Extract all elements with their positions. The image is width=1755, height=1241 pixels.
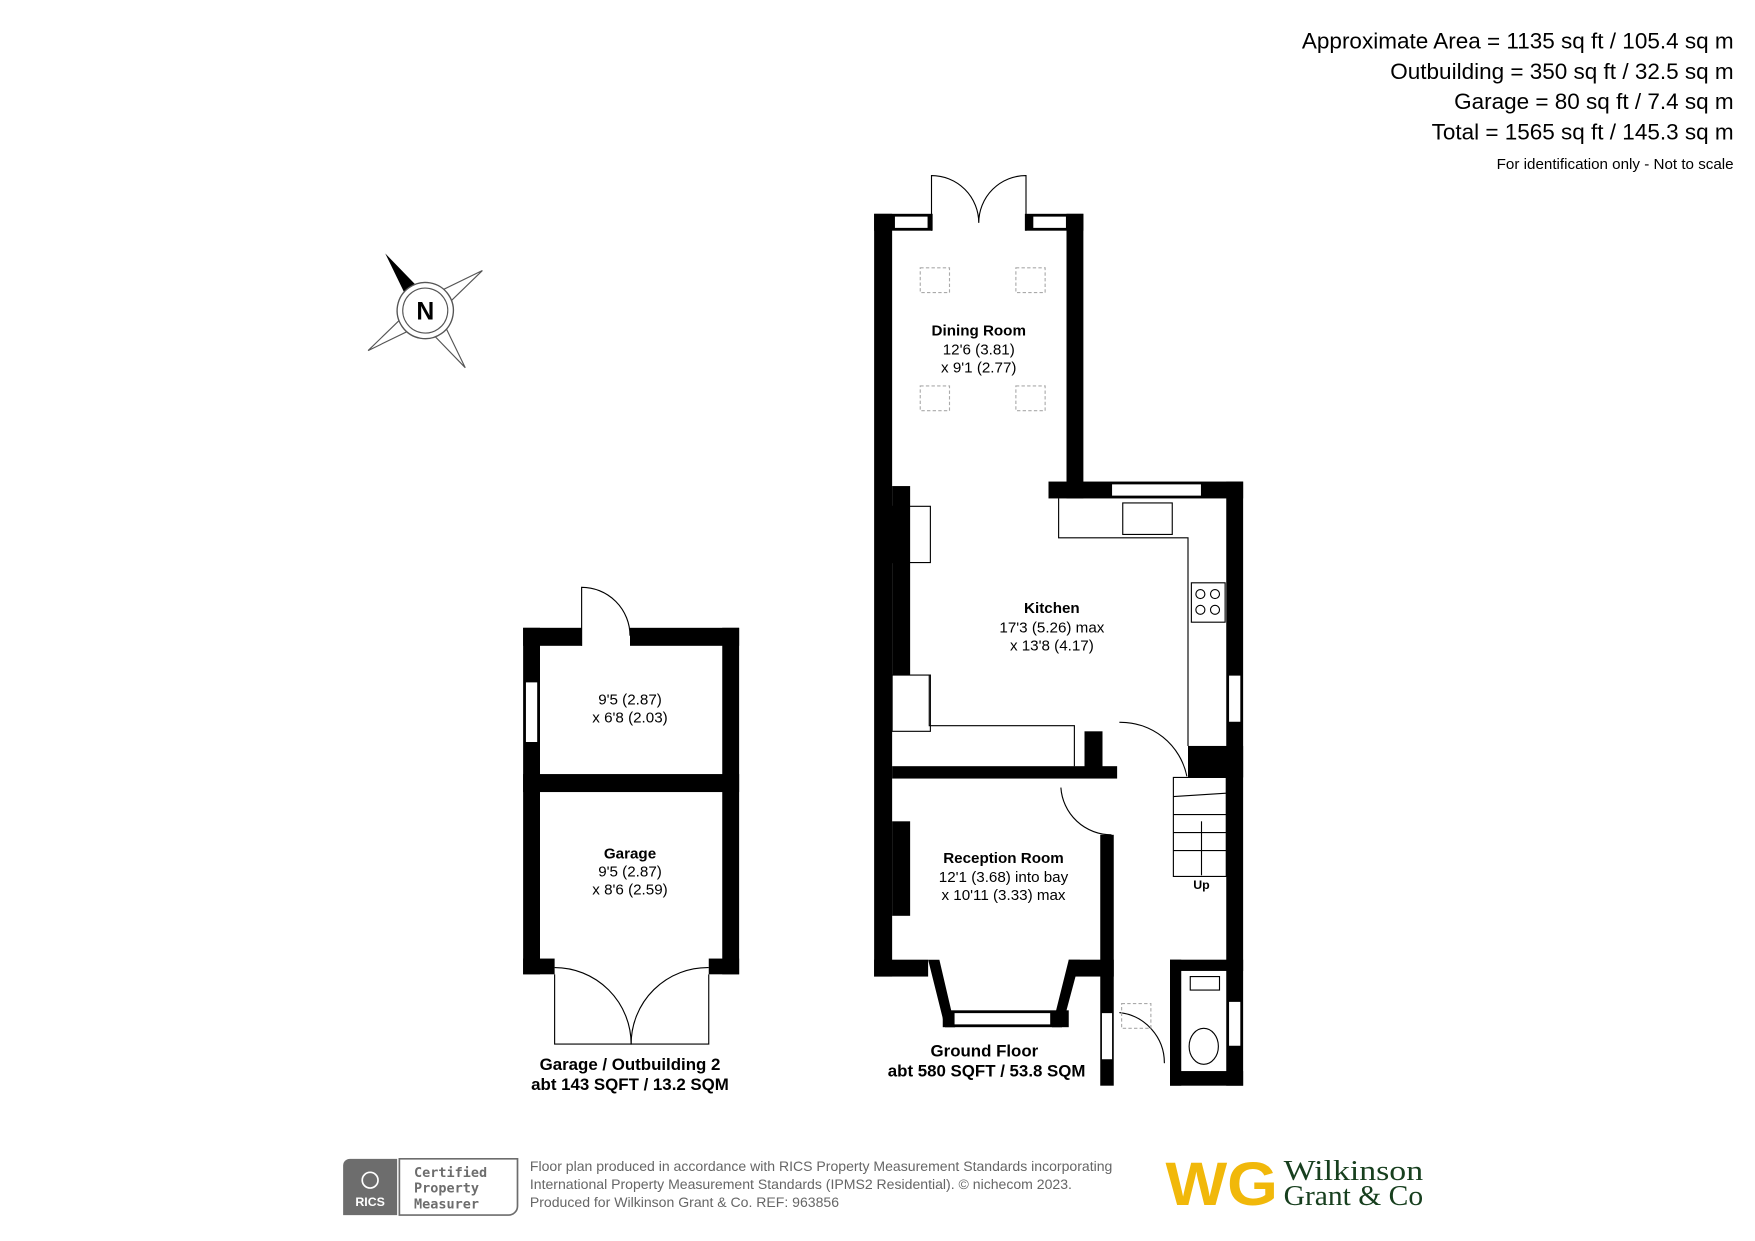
dining-room-name: Dining Room [932, 322, 1026, 339]
dining-room-dim2: x 9'1 (2.77) [941, 359, 1016, 376]
reception-room-name: Reception Room [943, 850, 1064, 867]
store-dim1: 9'5 (2.87) [598, 691, 662, 708]
kitchen-dim2: x 13'8 (4.17) [1010, 637, 1094, 654]
dining-room-dim1: 12'6 (3.81) [943, 341, 1015, 358]
store-dim2: x 6'8 (2.03) [592, 709, 667, 726]
wilkinson-grant-logo: WG Wilkinson Grant & Co [1166, 1150, 1424, 1218]
rics-badge: RICS Certified Property Measurer [343, 1157, 519, 1216]
footer-note-line2: International Property Measurement Stand… [530, 1176, 1072, 1192]
area-summary: Approximate Area = 1135 sq ft / 105.4 sq… [1302, 28, 1734, 172]
ground-floor-title: Ground Floor [931, 1041, 1039, 1060]
rics-line2: Property [414, 1181, 479, 1197]
outbuilding-area: abt 143 SQFT / 13.2 SQM [531, 1075, 729, 1094]
garage-dim1: 9'5 (2.87) [598, 863, 662, 880]
reception-room-dim1: 12'1 (3.68) into bay [939, 869, 1069, 886]
total-area: Total = 1565 sq ft / 145.3 sq m [1432, 120, 1734, 145]
ground-floor-fixtures [891, 174, 1227, 1065]
footer: RICS Certified Property Measurer Floor p… [343, 1150, 1423, 1218]
kitchen-name: Kitchen [1024, 600, 1080, 617]
outbuilding-plan: 9'5 (2.87) x 6'8 (2.03) Garage 9'5 (2.87… [523, 586, 740, 1094]
logo-line1: Wilkinson [1284, 1156, 1424, 1187]
ground-floor-area: abt 580 SQFT / 53.8 SQM [888, 1062, 1086, 1081]
garage-dim2: x 8'6 (2.59) [592, 881, 667, 898]
rics-line1: Certified [414, 1165, 487, 1181]
outbuilding-area: Outbuilding = 350 sq ft / 32.5 sq m [1390, 59, 1733, 84]
outbuilding-title: Garage / Outbuilding 2 [540, 1055, 721, 1074]
ground-floor-windows [893, 215, 1242, 1061]
compass-label: N [416, 299, 434, 326]
reception-room-dim2: x 10'11 (3.33) max [941, 887, 1065, 904]
disclaimer: For identification only - Not to scale [1497, 156, 1734, 173]
rics-lion-icon [361, 1171, 379, 1189]
approximate-area: Approximate Area = 1135 sq ft / 105.4 sq… [1302, 28, 1734, 53]
rics-brand: RICS [355, 1195, 385, 1209]
rics-line3: Measurer [414, 1196, 479, 1212]
compass-north-icon: N [367, 253, 483, 369]
footer-note-line3: Produced for Wilkinson Grant & Co. REF: … [530, 1194, 839, 1210]
kitchen-dim1: 17'3 (5.26) max [999, 619, 1104, 636]
garage-area: Garage = 80 sq ft / 7.4 sq m [1454, 89, 1734, 114]
outbuilding-doors [524, 586, 710, 1045]
ground-floor-walls [874, 213, 1244, 1086]
outbuilding-walls [523, 627, 740, 975]
footer-note-line1: Floor plan produced in accordance with R… [530, 1158, 1112, 1174]
stairs-up-label: Up [1193, 878, 1210, 892]
ground-floor-plan: Dining Room 12'6 (3.81) x 9'1 (2.77) Kit… [874, 174, 1244, 1086]
garage-name: Garage [604, 845, 656, 862]
logo-mark: WG [1166, 1150, 1279, 1218]
logo-line2: Grant & Co [1284, 1181, 1424, 1212]
